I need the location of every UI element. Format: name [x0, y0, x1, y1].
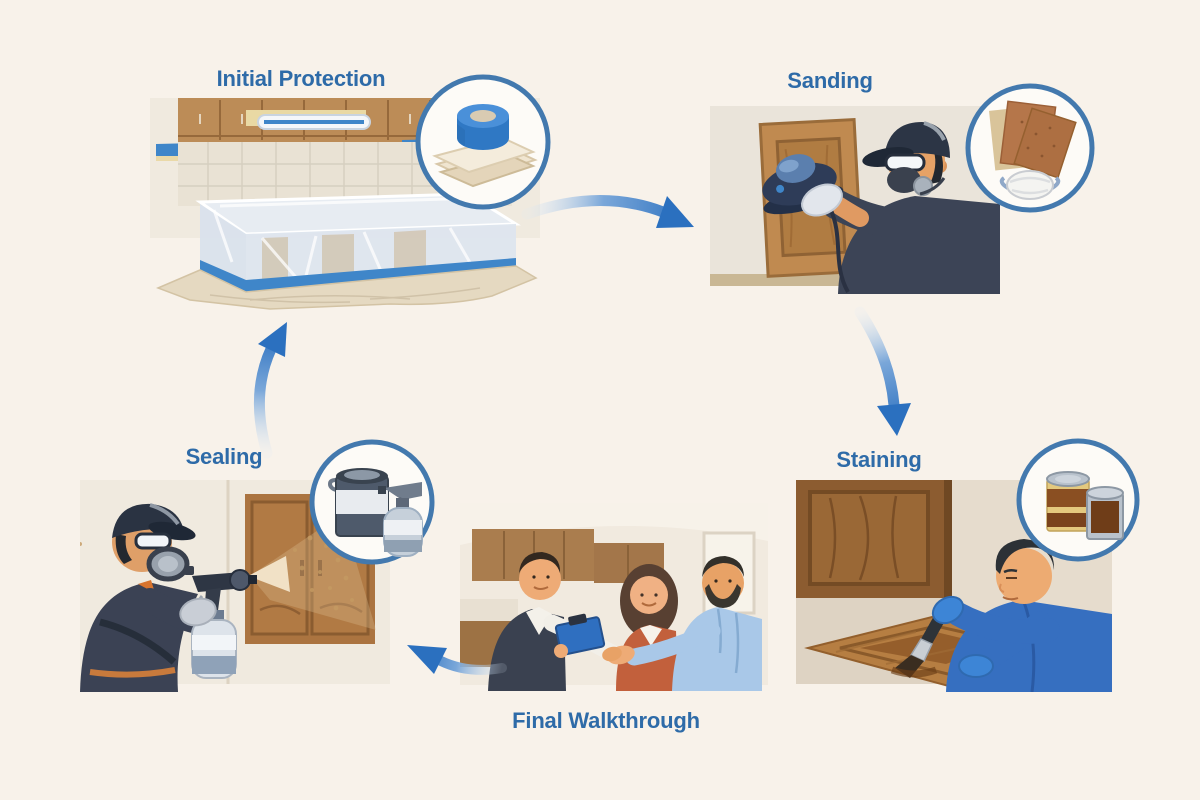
- sandpaper-dust-mask-icon: [989, 100, 1077, 200]
- sealer-can-spray-bottle-icon: [327, 468, 423, 557]
- upper-cabinet-dark-wood: [796, 480, 952, 598]
- panel-sanding: [710, 106, 1000, 294]
- blue-glove-holding-brush: [931, 595, 965, 625]
- spray-bottle: [378, 482, 423, 557]
- stage-label-staining: Staining: [836, 447, 922, 472]
- paint-sprayer: [191, 569, 257, 679]
- drop-cloth: [155, 265, 538, 310]
- blue-glove-resting: [958, 654, 994, 678]
- handshake: [602, 645, 635, 665]
- stage-label-final-walkthrough: Final Walkthrough: [512, 708, 700, 733]
- safety-goggles: [134, 532, 172, 550]
- stain-can-left: [1046, 471, 1090, 532]
- rolled-plastic-on-shelf: [246, 110, 371, 130]
- inset-sealing: [308, 438, 436, 571]
- work-glove: [179, 597, 217, 627]
- stage-label-sanding: Sanding: [787, 68, 873, 93]
- painters-tape-drop-cloth-icon: [432, 104, 538, 188]
- worker-figure: [890, 539, 1112, 692]
- homeowner-man: [625, 556, 762, 691]
- contractor-head: [519, 558, 561, 600]
- sprayer-hose-strap: [99, 618, 177, 665]
- inset-sanding: [964, 82, 1096, 219]
- arrow-sanding-to-staining: [854, 306, 911, 436]
- inset-staining: [1015, 437, 1141, 568]
- beard: [705, 584, 741, 608]
- panel-final-walkthrough: [460, 503, 768, 691]
- sander-cord: [828, 207, 850, 293]
- work-glove: [801, 183, 843, 217]
- stage-label-sealing: Sealing: [185, 444, 263, 469]
- stain-cans-icon: [1046, 471, 1124, 540]
- clipboard: [554, 613, 606, 656]
- worker-figure: [80, 503, 257, 692]
- stage-label-initial-protection: Initial Protection: [216, 66, 386, 91]
- stain-can-right: [1086, 486, 1124, 540]
- worker-figure: [762, 121, 1000, 294]
- inset-initial-protection: [413, 72, 553, 217]
- respirator-mask: [887, 167, 921, 193]
- contractor: [488, 552, 621, 691]
- ceiling: [460, 503, 768, 545]
- worker-head: [996, 548, 1052, 604]
- arrow-sealing-to-initial-protection: [253, 322, 287, 459]
- sealer-can: [327, 468, 389, 537]
- plastic-covered-counter: [195, 192, 521, 292]
